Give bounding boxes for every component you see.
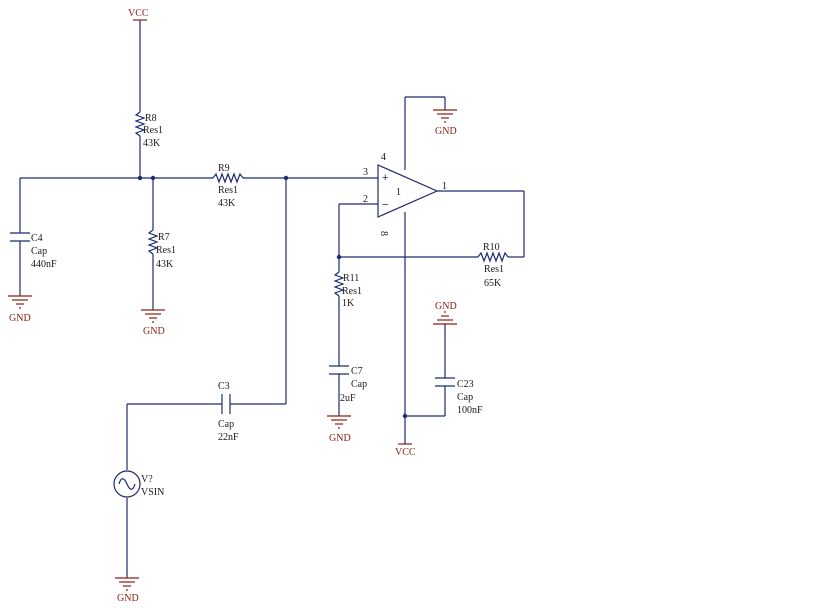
junction-dot	[336, 254, 342, 260]
r11-type: Res1	[342, 286, 362, 297]
gnd-opamp-symbol: GND	[433, 109, 457, 137]
r8-value: 43K	[143, 138, 161, 149]
r7-ref: R7	[158, 232, 170, 243]
wires	[19, 20, 525, 578]
capacitor-c3: C3 Cap 22nF	[218, 381, 239, 443]
r7-type: Res1	[156, 245, 176, 256]
r8-ref: R8	[145, 113, 157, 124]
opamp-pin2: 2	[363, 194, 368, 205]
opamp: + − 1 3 2 1 4 8	[363, 152, 447, 236]
junctions	[137, 175, 408, 419]
opamp-plus-sign: +	[382, 172, 388, 184]
gnd-opamp-label: GND	[435, 126, 457, 137]
c3-ref: C3	[218, 381, 230, 392]
c23-value: 100nF	[457, 405, 483, 416]
r11-value: 1K	[342, 298, 355, 309]
r10-type: Res1	[484, 264, 504, 275]
junction-dot	[150, 175, 156, 181]
r10-value: 65K	[484, 278, 502, 289]
capacitor-c4: C4 Cap 440nF	[10, 232, 57, 270]
r7-value: 43K	[156, 259, 174, 270]
junction-dot	[402, 413, 408, 419]
vsin-ref: V?	[141, 474, 153, 485]
gnd-c7-symbol: GND	[327, 415, 351, 444]
r9-ref: R9	[218, 163, 230, 174]
c23-type: Cap	[457, 392, 473, 403]
r9-type: Res1	[218, 185, 238, 196]
gnd-c7-label: GND	[329, 433, 351, 444]
c23-ref: C23	[457, 379, 474, 390]
gnd-r7-label: GND	[143, 326, 165, 337]
c4-type: Cap	[31, 246, 47, 257]
gnd-vsin-symbol: GND	[115, 577, 139, 604]
gnd-r7-symbol: GND	[141, 309, 165, 337]
vcc-top-label: VCC	[128, 8, 149, 19]
gnd-c23-label: GND	[435, 301, 457, 312]
c7-type: Cap	[351, 379, 367, 390]
gnd-c4-symbol: GND	[8, 295, 32, 324]
capacitor-c7: C7 Cap 2uF	[329, 365, 367, 404]
junction-dot	[137, 175, 143, 181]
sine-source-icon	[113, 470, 141, 498]
opamp-pin4: 4	[381, 152, 386, 163]
capacitor-c23: C23 Cap 100nF	[435, 377, 483, 416]
vsin-source: V? VSIN	[113, 470, 164, 498]
c3-type: Cap	[218, 419, 234, 430]
opamp-pin1: 1	[442, 181, 447, 192]
gnd-vsin-label: GND	[117, 593, 139, 604]
vcc-top-symbol: VCC	[128, 8, 149, 21]
resistor-r11: R11 Res1 1K	[333, 271, 362, 309]
opamp-minus-sign: −	[382, 199, 388, 211]
c3-value: 22nF	[218, 432, 239, 443]
c4-ref: C4	[31, 233, 43, 244]
opamp-triangle	[377, 164, 439, 218]
c4-value: 440nF	[31, 259, 57, 270]
opamp-unit-label: 1	[396, 187, 401, 198]
resistor-r9: R9 Res1 43K	[212, 163, 244, 209]
junction-dot	[283, 175, 289, 181]
c7-value: 2uF	[340, 393, 356, 404]
resistor-r7: R7 Res1 43K	[147, 229, 176, 270]
vcc-opamp-label: VCC	[395, 447, 416, 458]
r10-ref: R10	[483, 242, 500, 253]
resistor-r10: R10 Res1 65K	[477, 242, 509, 289]
vsin-type: VSIN	[141, 487, 164, 498]
vcc-opamp-symbol: VCC	[395, 443, 416, 458]
opamp-pin3: 3	[363, 167, 368, 178]
c7-ref: C7	[351, 366, 363, 377]
opamp-pin8: 8	[378, 231, 389, 236]
gnd-c23-symbol: GND	[433, 301, 457, 325]
r9-value: 43K	[218, 198, 236, 209]
r11-ref: R11	[343, 273, 359, 284]
resistor-r8: R8 Res1 43K	[134, 111, 163, 149]
gnd-c4-label: GND	[9, 313, 31, 324]
r8-type: Res1	[143, 125, 163, 136]
